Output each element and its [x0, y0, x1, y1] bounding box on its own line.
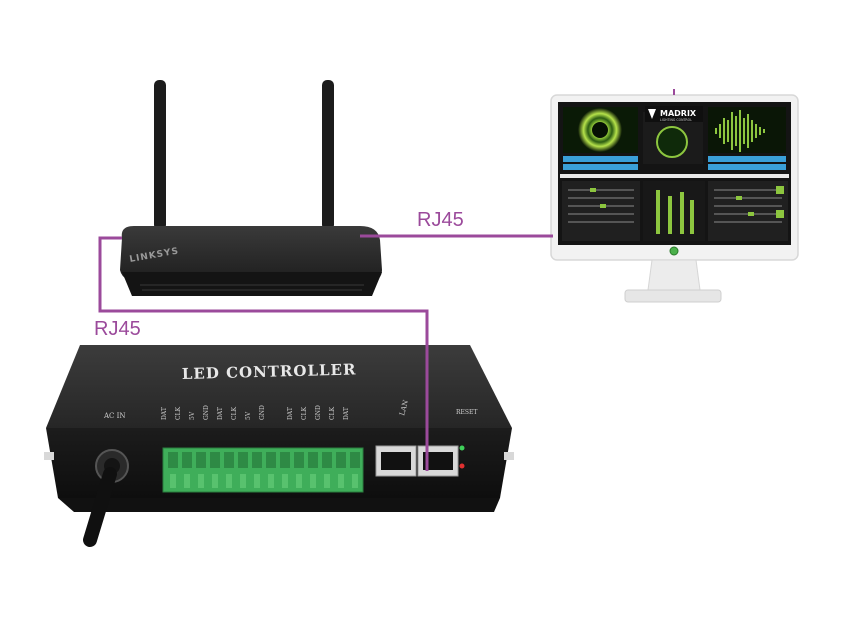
controller-bottom-edge — [58, 498, 500, 512]
ethernet-port-2-opening — [423, 452, 453, 470]
screen-logo: MADRIX — [660, 109, 697, 118]
status-led-green — [459, 445, 465, 451]
power-port-label: AC IN — [103, 412, 126, 420]
router-body — [120, 226, 382, 282]
screen-swirl-core — [592, 122, 608, 138]
terminal-label: 5V — [245, 411, 252, 420]
screen-panel-mid — [643, 181, 705, 241]
screen-divider — [560, 174, 789, 178]
controller-right-foot — [504, 452, 514, 460]
rj45-label-monitor: RJ45 — [417, 209, 464, 231]
ethernet-port-1-opening — [381, 452, 411, 470]
screen-accent-dots — [590, 186, 784, 218]
terminal-label: DAT — [343, 407, 350, 420]
controller-title: LED CONTROLLER — [182, 360, 357, 383]
router-antenna-right — [322, 80, 334, 230]
controller-left-foot — [44, 452, 54, 460]
screen-button-rows — [563, 156, 786, 170]
screen-logo-tagline: LIGHTING CONTROL — [660, 118, 692, 122]
status-led-red — [459, 463, 465, 469]
terminal-label: GND — [203, 405, 210, 420]
screen-waveform — [715, 110, 765, 152]
terminal-screws — [168, 452, 360, 468]
terminal-label: GND — [315, 405, 322, 420]
terminal-pins — [170, 474, 358, 488]
terminal-label: CLK — [301, 406, 308, 420]
terminal-label: DAT — [161, 407, 168, 420]
screen-faders — [656, 190, 694, 234]
router-antenna-left — [154, 80, 166, 230]
router-vents — [140, 284, 364, 291]
screen-slider-rows — [568, 189, 782, 223]
status-label: RESET — [456, 409, 477, 416]
monitor-stand-base — [624, 289, 722, 303]
screen-center-visual — [656, 126, 688, 158]
cable-router-to-controller — [98, 236, 429, 471]
terminal-label: CLK — [231, 406, 238, 420]
rj45-cables — [98, 234, 553, 471]
power-cable — [83, 467, 117, 547]
controller-top — [46, 345, 512, 428]
terminal-label: DAT — [287, 407, 294, 420]
screen-logo-bar — [645, 106, 703, 122]
lan-label: LAN — [398, 399, 410, 416]
monitor: MADRIX LIGHTING CONTROL — [550, 94, 799, 303]
terminal-label: CLK — [329, 406, 336, 420]
terminal-labels: DAT CLK 5V GND DAT CLK 5V GND DAT CLK GN… — [161, 405, 350, 420]
terminal-label: GND — [259, 405, 266, 420]
router: LINKSYS — [120, 80, 382, 296]
terminal-block — [162, 447, 364, 493]
router-base — [122, 272, 382, 296]
led-controller: LED CONTROLLER AC IN DAT CLK 5V GND DAT … — [44, 345, 514, 547]
terminal-label: CLK — [175, 406, 182, 420]
terminal-label: 5V — [189, 411, 196, 420]
monitor-stand-neck — [647, 259, 701, 291]
terminal-label: DAT — [217, 407, 224, 420]
rj45-label-controller: RJ45 — [94, 318, 141, 340]
screen-logo-mark — [648, 109, 656, 119]
monitor-power-icon — [669, 246, 679, 256]
